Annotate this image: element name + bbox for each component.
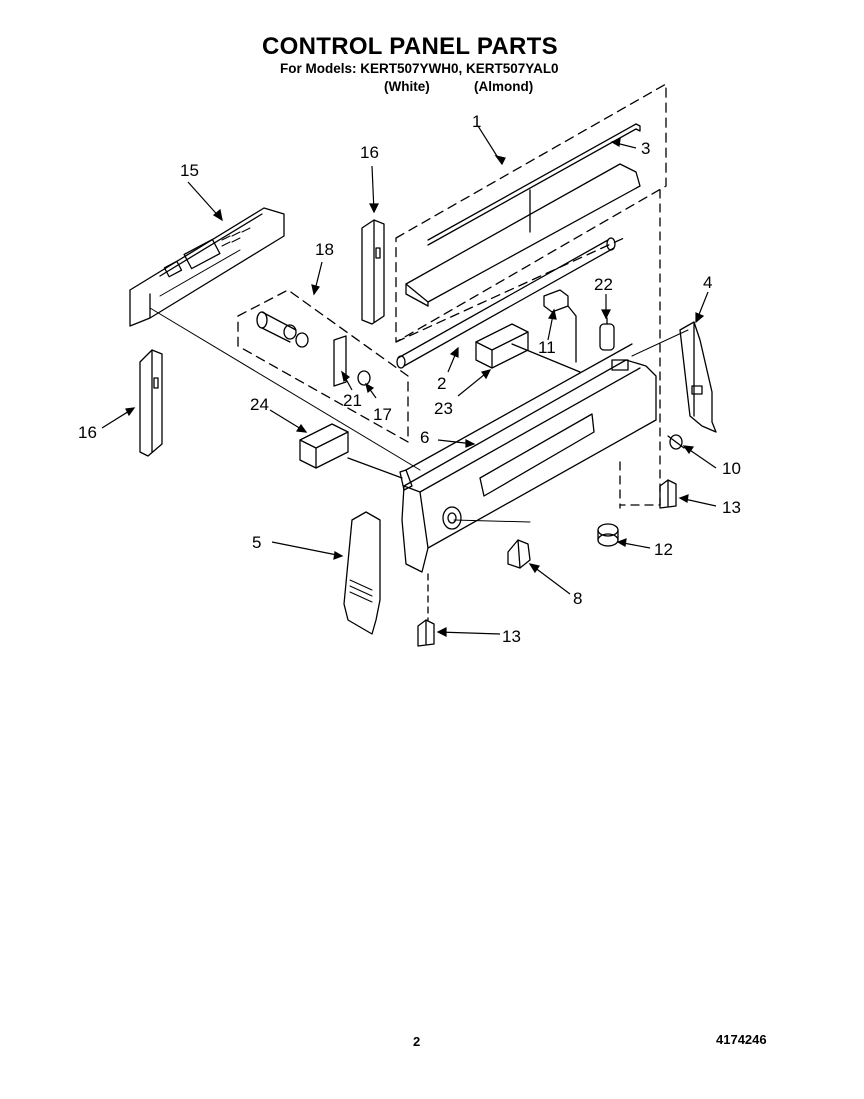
callout-22: 22 <box>594 275 613 294</box>
callout-17: 17 <box>373 405 392 424</box>
callout-4: 4 <box>703 273 712 292</box>
part-lamp-clip <box>543 289 577 363</box>
page-number: 2 <box>413 1034 421 1049</box>
part-knob <box>507 539 531 569</box>
connection-line-top <box>631 329 689 357</box>
part-end-cap-right <box>679 321 717 433</box>
connection-line-left <box>149 307 421 471</box>
callout-12: 12 <box>654 540 673 559</box>
part-wire-nut <box>667 434 685 450</box>
callout-5: 5 <box>252 533 261 552</box>
part-electronic-control <box>129 207 285 327</box>
leader-5 <box>271 541 343 557</box>
part-main-control-panel <box>399 343 657 573</box>
leader-13b <box>437 631 501 635</box>
color-almond-label: (Almond) <box>474 79 534 94</box>
part-console-cover <box>405 163 641 307</box>
dashed-enclosure-upper <box>395 83 667 343</box>
callout-24: 24 <box>250 395 269 414</box>
callout-1: 1 <box>472 112 481 131</box>
callout-8: 8 <box>573 589 582 608</box>
document-number: 4174246 <box>716 1032 767 1047</box>
page-title: CONTROL PANEL PARTS <box>262 33 558 60</box>
part-ballast <box>475 323 581 373</box>
callout-15: 15 <box>180 161 199 180</box>
callout-13-lower: 13 <box>502 627 521 646</box>
part-capacitor <box>599 317 615 351</box>
connection-line-knob <box>453 519 531 523</box>
part-side-bracket-upper <box>361 219 385 325</box>
callout-16-upper: 16 <box>360 143 379 162</box>
callout-16-lower: 16 <box>78 423 97 442</box>
callout-13-right: 13 <box>722 498 741 517</box>
callout-3: 3 <box>641 139 650 158</box>
models-line: For Models: KERT507YWH0, KERT507YAL0 <box>280 61 559 76</box>
part-end-cap-left <box>343 511 381 635</box>
part-mounting-clip-lower <box>417 573 435 647</box>
part-grommet <box>597 523 619 547</box>
dashed-enclosure-18 <box>237 289 409 443</box>
callout-21: 21 <box>343 391 362 410</box>
callout-2: 2 <box>437 374 446 393</box>
part-side-bracket-lower <box>139 349 163 457</box>
part-infinite-switch <box>299 423 403 479</box>
callout-23: 23 <box>434 399 453 418</box>
color-white-label: (White) <box>384 79 430 94</box>
part-mounting-clip-right <box>659 479 677 509</box>
callout-6: 6 <box>420 428 429 447</box>
part-trim-strip <box>427 123 641 246</box>
callout-10: 10 <box>722 459 741 478</box>
part-group-18-switch <box>256 311 371 387</box>
callout-18: 18 <box>315 240 334 259</box>
part-fluorescent-tube <box>396 237 616 369</box>
callout-11: 11 <box>538 338 556 357</box>
